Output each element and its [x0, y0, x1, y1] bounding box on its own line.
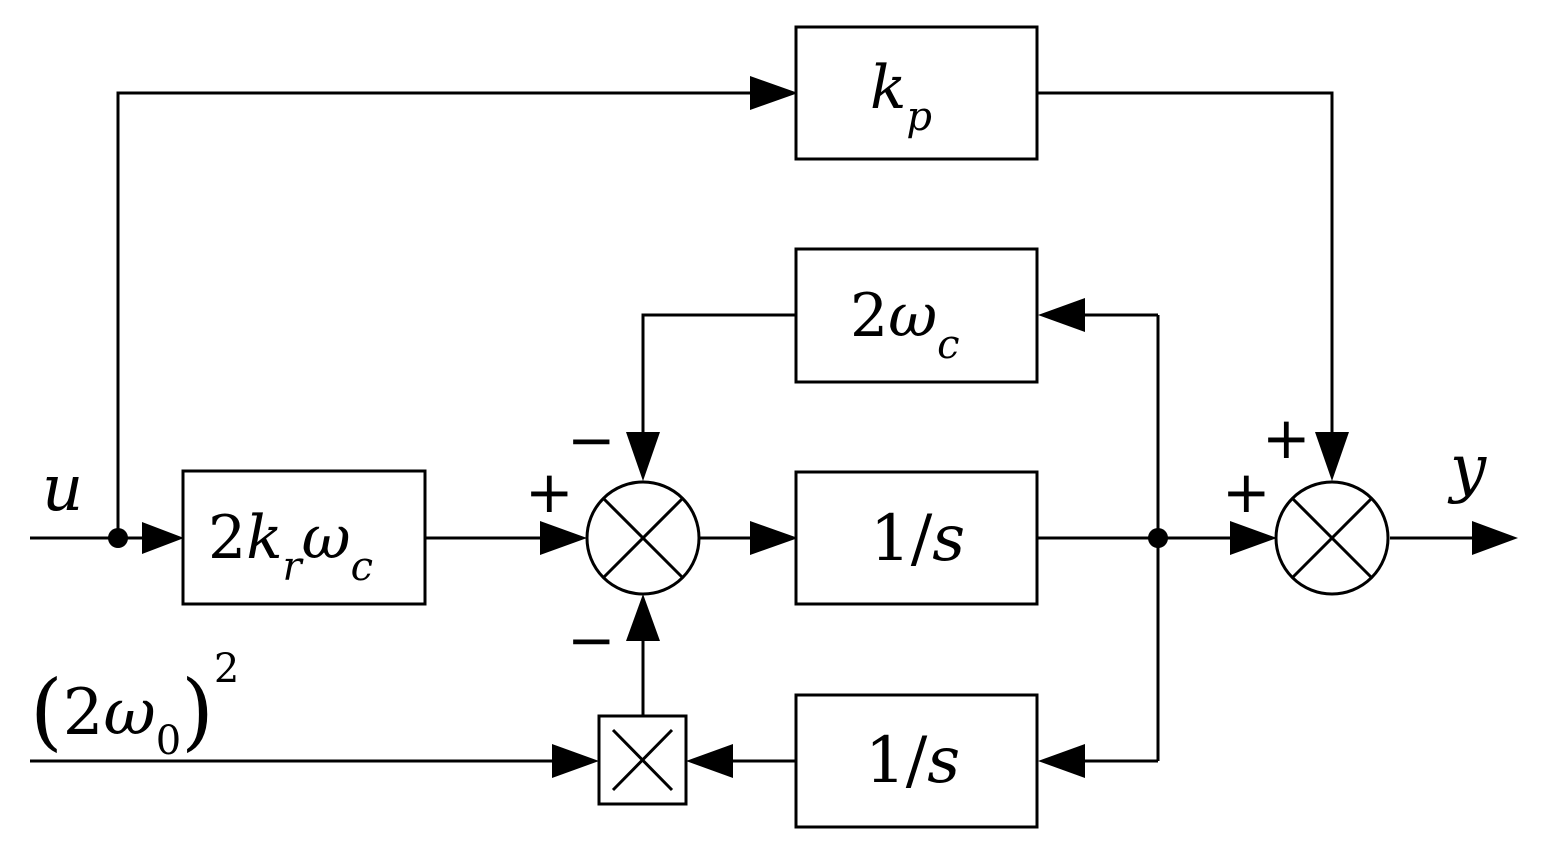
arrowhead-icon	[686, 744, 733, 778]
2wc-block-label: 2ωc	[850, 281, 960, 368]
feedforward-branch-wire	[116, 91, 758, 538]
arrowhead-icon	[750, 76, 798, 110]
2wc-to-sum1-wire	[641, 313, 796, 445]
arrowhead-icon	[1038, 744, 1085, 778]
omega0-squared-label: (2ω0)2	[30, 646, 239, 764]
arrowhead-icon	[1315, 432, 1349, 481]
arrowhead-icon	[1230, 521, 1277, 555]
sum1-plus-sign: +	[525, 458, 574, 526]
gain-block-label: 2krωc	[208, 503, 373, 590]
sum1-bottom-minus-sign: −	[567, 606, 616, 674]
input-signal-label: u	[42, 452, 83, 526]
sum2-left-plus-sign: +	[1222, 458, 1271, 526]
arrowhead-icon	[540, 521, 587, 555]
sum1-top-minus-sign: −	[567, 406, 616, 474]
signal-wires	[30, 91, 1480, 763]
arrowhead-icon	[626, 594, 660, 641]
gain-2kr-wc-block: 2krωc	[181, 469, 427, 606]
integrator-block-top: 1/s	[794, 470, 1039, 606]
arrowhead-icon	[750, 521, 798, 555]
arrowhead-icon	[142, 522, 184, 554]
arrowhead-icon	[1038, 298, 1085, 332]
multiplier-block	[597, 714, 688, 806]
summing-junction-1	[585, 480, 701, 596]
arrowhead-icon	[1472, 521, 1518, 555]
branch-point-output-icon	[1148, 528, 1168, 548]
output-signal-label: y	[1447, 432, 1487, 506]
kp-block: kp	[794, 25, 1039, 161]
sum2-top-plus-sign: +	[1262, 404, 1311, 472]
2wc-block: 2ωc	[794, 247, 1039, 384]
arrowheads	[142, 76, 1518, 778]
summing-junction-2	[1274, 480, 1390, 596]
arrowhead-icon	[626, 432, 660, 481]
integrator-block-bottom: 1/s	[794, 693, 1039, 829]
arrowhead-icon	[552, 744, 599, 778]
kp-output-wire	[1037, 91, 1334, 442]
branch-point-input-icon	[108, 528, 128, 548]
integrator-top-label: 1/s	[870, 502, 965, 576]
kp-block-label: kp	[870, 53, 932, 140]
integrator-bottom-label: 1/s	[865, 724, 960, 798]
